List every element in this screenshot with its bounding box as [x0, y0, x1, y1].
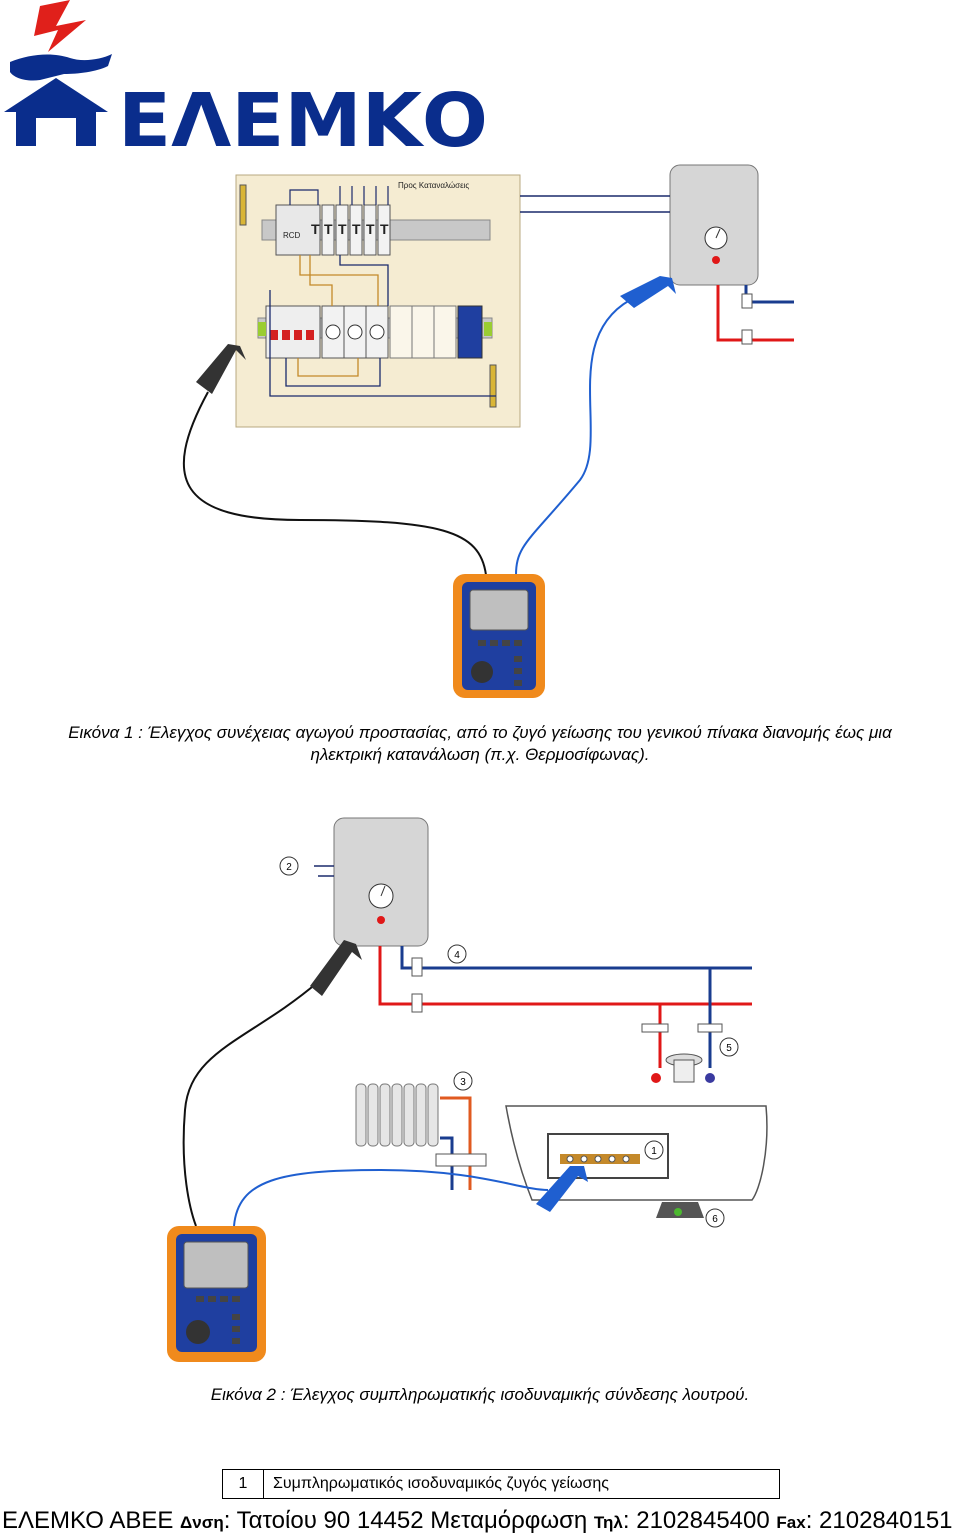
water-heater-1	[669, 164, 759, 286]
logo-brand-text: ΕΛΕΜΚΟ	[118, 78, 488, 160]
panel-label: Προς Καταναλώσεις	[398, 181, 469, 190]
svg-text:T: T	[366, 221, 375, 237]
footer-fax-label: Fax	[776, 1513, 806, 1532]
footer-company: ΕΛΕΜΚΟ ΑΒΕΕ	[2, 1507, 174, 1534]
house-icon	[4, 78, 108, 146]
radiator	[355, 1083, 439, 1147]
meter-2	[167, 1226, 266, 1362]
probe-cable-black-1	[182, 391, 487, 576]
hand-icon	[10, 54, 112, 81]
clamp-left-1	[196, 344, 246, 394]
rcd-device	[275, 204, 321, 256]
footer-fax: 2102840151	[819, 1507, 953, 1534]
marker-4: 4	[447, 944, 467, 964]
svg-text:2: 2	[286, 862, 292, 873]
probe-cable-blue-1	[515, 299, 631, 576]
marker-2: 2	[279, 856, 299, 876]
footer-phone-label: Τηλ	[593, 1513, 623, 1532]
figure1-caption-line1: Εικόνα 1 : Έλεγχος συνέχειας αγωγού προσ…	[68, 723, 892, 742]
svg-text:4: 4	[454, 950, 460, 961]
marker-6: 6	[705, 1208, 725, 1228]
svg-text:6: 6	[712, 1214, 718, 1225]
svg-text:T: T	[338, 221, 347, 237]
marker-5: 5	[719, 1037, 739, 1057]
footer-address: Τατοίου 90 14452 Μεταμόρφωση	[236, 1507, 588, 1534]
legend-row: 1 Συμπληρωματικός ισοδυναμικός ζυγός γεί…	[222, 1469, 780, 1499]
water-heater-2	[333, 817, 429, 947]
svg-text:3: 3	[460, 1077, 466, 1088]
surge-protectors	[389, 305, 457, 359]
legend-text: Συμπληρωματικός ισοδυναμικός ζυγός γείωσ…	[273, 1475, 609, 1492]
legend-number: 1	[223, 1470, 264, 1498]
clamp-right-1	[620, 276, 676, 308]
probe-cable-black-2	[182, 981, 319, 1227]
mcb-row-top	[321, 204, 391, 256]
figure1-caption-line2: ηλεκτρική κατανάλωση (π.χ. Θερμοσίφωνας)…	[310, 745, 650, 764]
svg-text:1: 1	[651, 1146, 657, 1157]
marker-1: 1	[644, 1140, 664, 1160]
lightning-bolt-icon	[34, 0, 86, 52]
svg-text:T: T	[380, 221, 389, 237]
clamp-right-2	[536, 1166, 588, 1212]
earth-bar-left	[239, 184, 247, 226]
footer: ΕΛΕΜΚΟ ΑΒΕΕ Δνση: Τατοίου 90 14452 Μεταμ…	[2, 1507, 953, 1534]
svg-text:5: 5	[726, 1043, 732, 1054]
figure2-diagram: 2 4 5 3 1 6	[167, 817, 768, 1362]
figure2-caption: Εικόνα 2 : Έλεγχος συμπληρωματικής ισοδυ…	[210, 1385, 750, 1404]
svg-text:T: T	[311, 221, 320, 237]
basin	[651, 1053, 715, 1083]
footer-address-label: Δνση	[180, 1513, 224, 1532]
rcd-label: RCD	[283, 231, 301, 240]
probe-cable-blue-2	[233, 1168, 549, 1227]
marker-3: 3	[453, 1071, 473, 1091]
clamp-left-2	[310, 940, 362, 996]
earth-bar-right	[489, 364, 497, 408]
meter-1	[453, 574, 545, 698]
svg-text:T: T	[352, 221, 361, 237]
svg-text:T: T	[324, 221, 333, 237]
elemko-logo: ΕΛΕΜΚΟ	[4, 0, 488, 160]
footer-phone: 2102845400	[636, 1507, 770, 1534]
